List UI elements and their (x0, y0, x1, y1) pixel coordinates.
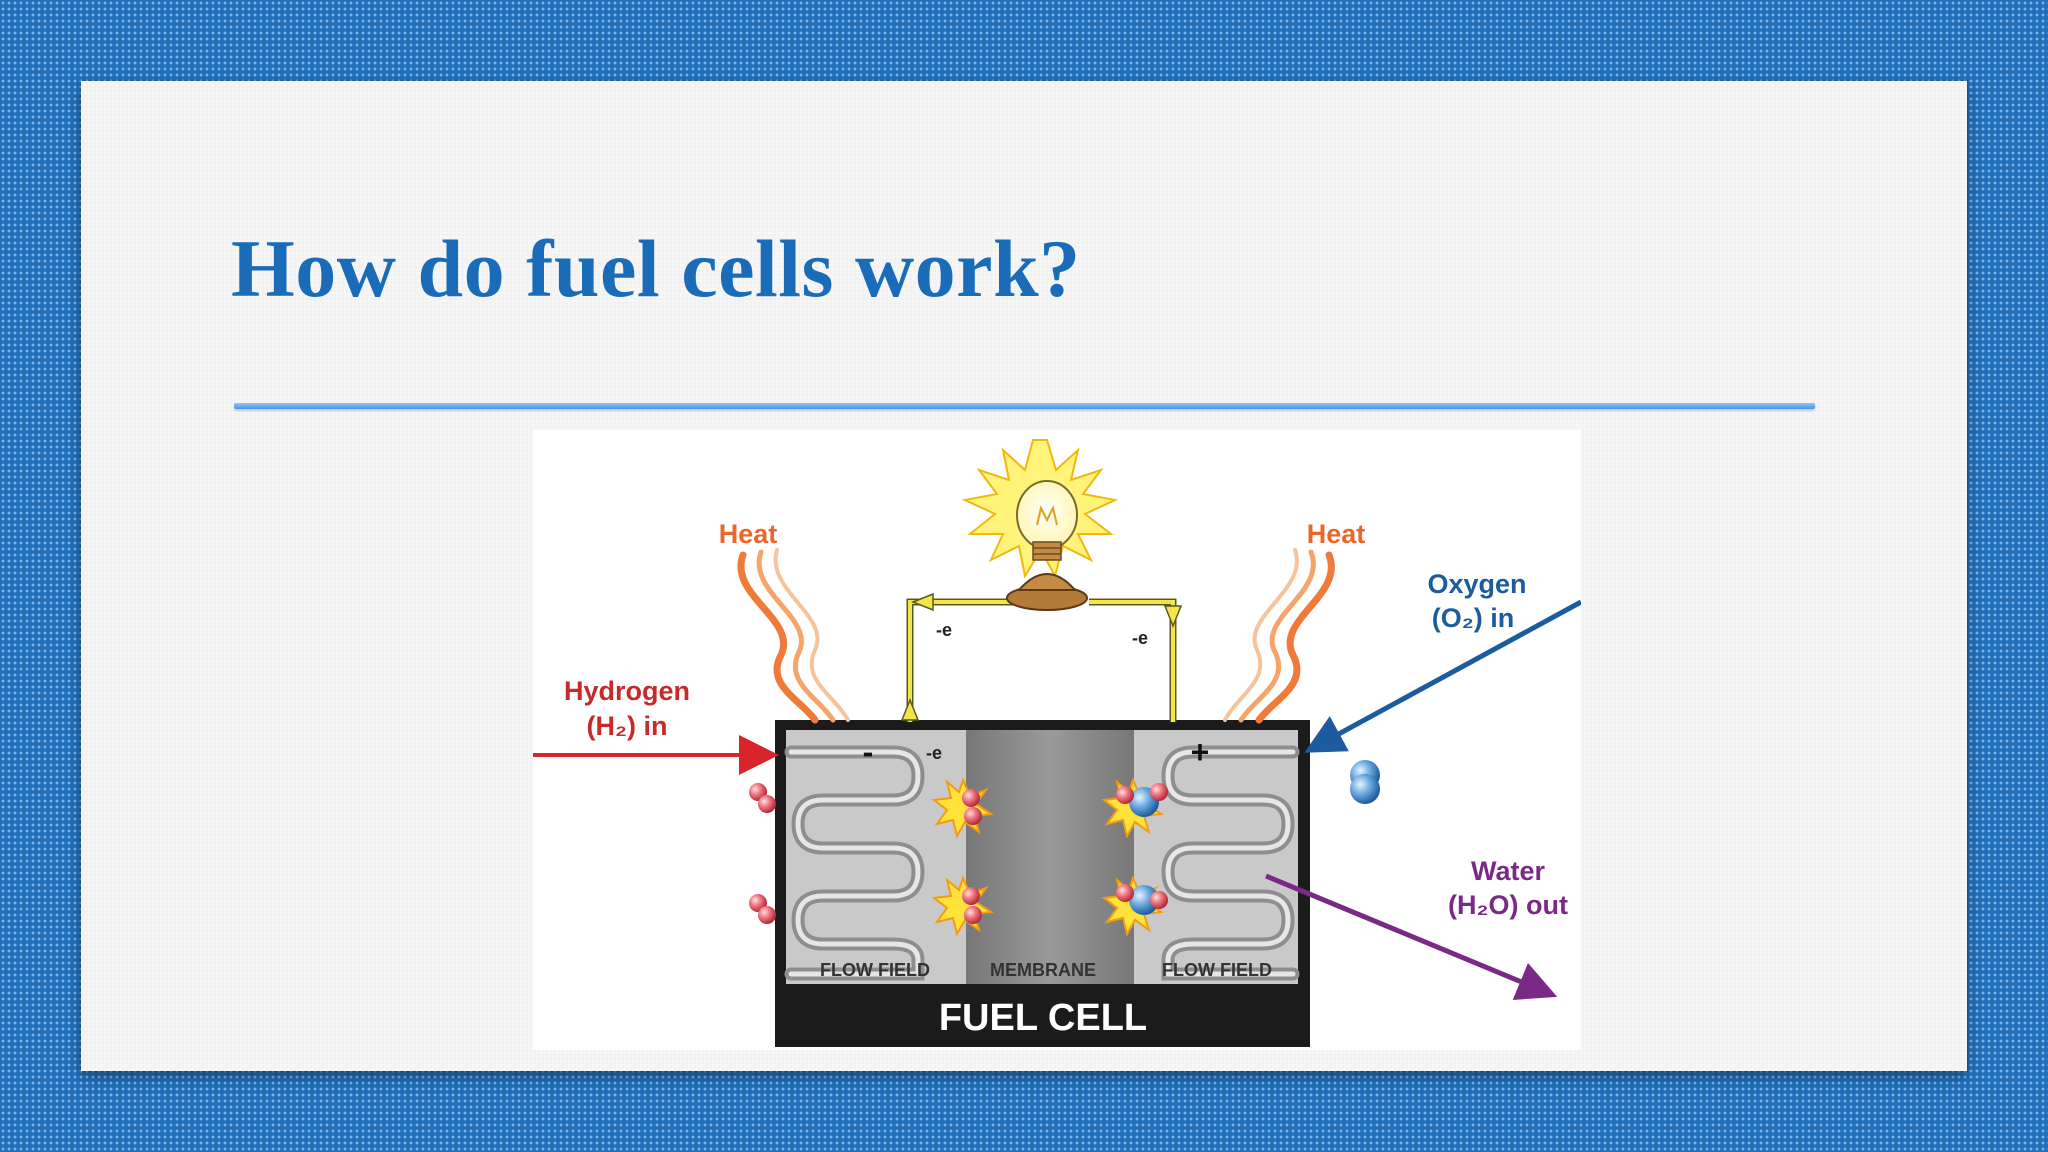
heat-label-left: Heat (719, 519, 778, 549)
cathode-sign: + (1191, 734, 1210, 770)
water-label: Water (1471, 856, 1546, 886)
heat-waves-left (737, 548, 850, 724)
fuel-cell-diagram: Heat Heat Hydrogen (H₂) in Oxygen (O₂) i… (533, 430, 1581, 1050)
oxygen-in-arrow (1304, 599, 1581, 753)
oxygen-label-formula: (O₂) in (1432, 603, 1514, 633)
flow-field-label-left: FLOW FIELD (820, 960, 930, 980)
fuel-cell-body (775, 720, 1310, 1047)
membrane-label: MEMBRANE (990, 960, 1096, 980)
hydrogen-molecule-icon (749, 783, 776, 813)
electron-label-right: -e (1132, 628, 1148, 648)
title-divider (234, 403, 1815, 409)
fuel-cell-label: FUEL CELL (939, 997, 1147, 1039)
cathode-reaction-top (1101, 777, 1168, 839)
hydrogen-label: Hydrogen (564, 676, 690, 706)
heat-waves-right (1223, 548, 1335, 724)
heat-label-right: Heat (1307, 519, 1366, 549)
hydrogen-molecule-icon (749, 894, 776, 924)
light-bulb-icon (961, 439, 1119, 611)
oxygen-molecule-icon (1350, 760, 1380, 804)
water-label-formula: (H₂O) out (1448, 890, 1568, 920)
electron-label-inner: -e (926, 743, 942, 763)
oxygen-label: Oxygen (1427, 569, 1526, 599)
electron-label-left: -e (936, 620, 952, 640)
anode-reaction-top (931, 777, 994, 839)
circuit-wire (900, 592, 1183, 722)
cathode-reaction-bottom (1101, 875, 1168, 937)
slide-title: How do fuel cells work? (231, 223, 1081, 314)
hydrogen-label-formula: (H₂) in (587, 711, 668, 741)
anode-reaction-bottom (931, 875, 994, 937)
water-out-arrow (1265, 873, 1558, 1000)
flow-field-label-right: FLOW FIELD (1162, 960, 1272, 980)
anode-sign: - (863, 734, 874, 770)
